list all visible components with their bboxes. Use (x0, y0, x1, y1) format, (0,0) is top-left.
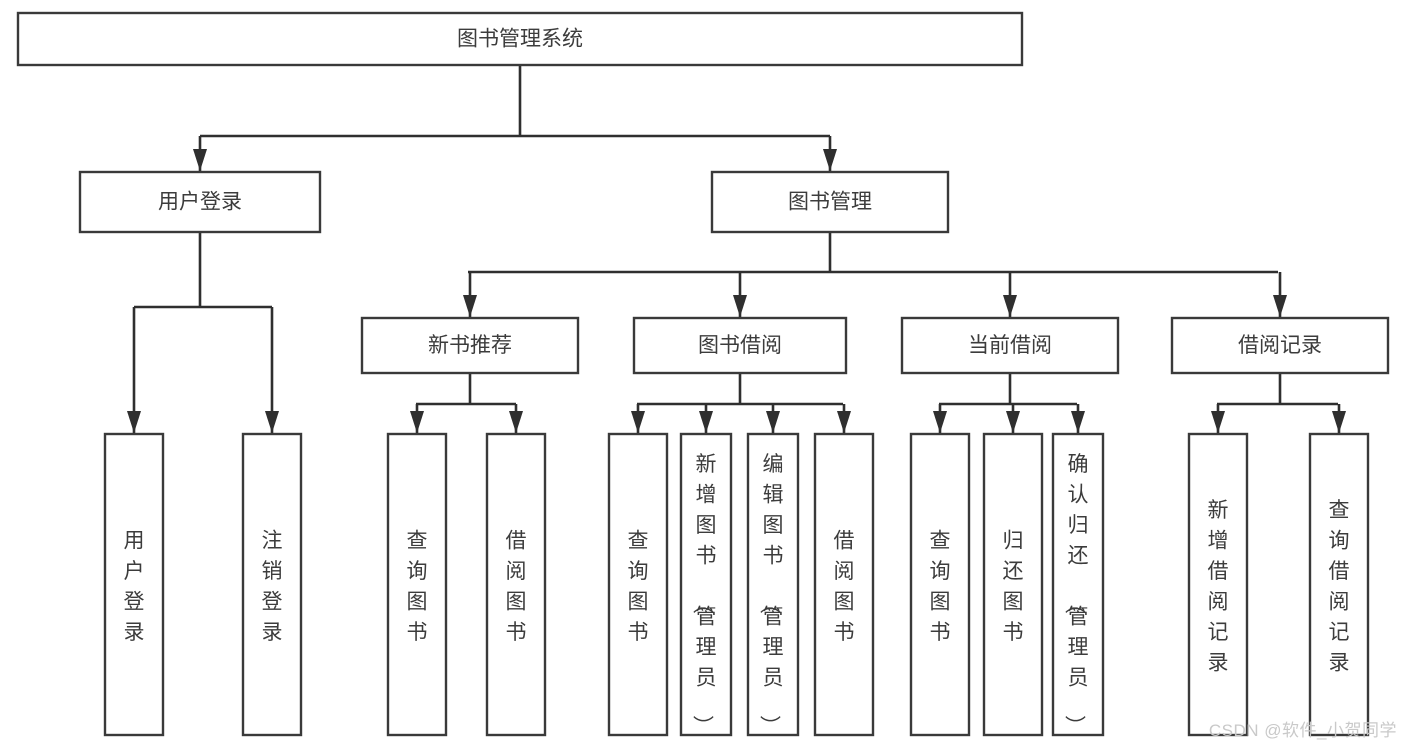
leaf-node-leaf-user-login[interactable]: 用户登录 (103, 432, 165, 737)
leaf-node-leaf-confirm-return[interactable]: 确认归还（管理员） (1051, 432, 1105, 737)
leaf-node-leaf-edit-book-admin[interactable]: 编辑图书（管理员） (746, 432, 800, 737)
level3-node-book-borrow[interactable]: 图书借阅 (632, 316, 848, 375)
node-label: 新书推荐 (428, 334, 512, 357)
node-label: 当前借阅 (968, 334, 1052, 357)
leaf-node-leaf-query-book-1[interactable]: 查询图书 (386, 432, 448, 737)
arrow-head-icon (463, 295, 477, 317)
arrow-head-icon (823, 149, 837, 171)
leaf-node-leaf-add-book-admin[interactable]: 新增图书（管理员） (679, 432, 733, 737)
node-label: 用户登录 (124, 529, 145, 644)
leaf-node-leaf-query-borrow-record[interactable]: 查询借阅记录 (1308, 432, 1370, 737)
node-box (679, 432, 733, 737)
node-label: 图书管理 (788, 191, 872, 214)
node-box (78, 170, 322, 234)
node-label: 注销登录 (262, 529, 283, 644)
arrow-head-icon (193, 149, 207, 171)
node-box (241, 432, 303, 737)
node-box (900, 316, 1120, 375)
leaf-node-leaf-add-borrow-record[interactable]: 新增借阅记录 (1187, 432, 1249, 737)
arrow-head-icon (837, 411, 851, 433)
node-box (632, 316, 848, 375)
level3-node-current-borrow[interactable]: 当前借阅 (900, 316, 1120, 375)
arrow-head-icon (766, 411, 780, 433)
leaf-node-leaf-query-book-3[interactable]: 查询图书 (909, 432, 971, 737)
node-box (1187, 432, 1249, 737)
arrow-head-icon (1211, 411, 1225, 433)
level2-node-book-manage[interactable]: 图书管理 (710, 170, 950, 234)
arrow-head-icon (410, 411, 424, 433)
node-box (103, 432, 165, 737)
arrow-head-icon (1273, 295, 1287, 317)
level3-node-borrow-record[interactable]: 借阅记录 (1170, 316, 1390, 375)
leaf-node-leaf-logout-login[interactable]: 注销登录 (241, 432, 303, 737)
node-label: 归还图书 (1003, 529, 1024, 644)
nodes-layer: 图书管理系统用户登录图书管理新书推荐图书借阅当前借阅借阅记录用户登录注销登录查询… (16, 11, 1390, 737)
node-label: 查询借阅记录 (1329, 499, 1350, 675)
level2-node-user-login[interactable]: 用户登录 (78, 170, 322, 234)
arrow-head-icon (1071, 411, 1085, 433)
node-box (710, 170, 950, 234)
arrow-head-icon (1003, 295, 1017, 317)
node-box (746, 432, 800, 737)
node-box (1170, 316, 1390, 375)
connectors-layer (127, 65, 1346, 433)
node-box (813, 432, 875, 737)
arrow-head-icon (265, 411, 279, 433)
node-label: 图书借阅 (698, 334, 782, 357)
node-label: 借阅记录 (1238, 334, 1322, 357)
node-label: 新增借阅记录 (1208, 499, 1229, 675)
arrow-head-icon (631, 411, 645, 433)
arrow-head-icon (1332, 411, 1346, 433)
node-label: 借阅图书 (834, 529, 855, 644)
arrow-head-icon (699, 411, 713, 433)
node-box (1308, 432, 1370, 737)
node-box (386, 432, 448, 737)
node-box (607, 432, 669, 737)
leaf-node-leaf-borrow-book-2[interactable]: 借阅图书 (813, 432, 875, 737)
node-box (360, 316, 580, 375)
arrow-head-icon (127, 411, 141, 433)
node-label: 查询图书 (930, 529, 951, 644)
arrow-head-icon (1006, 411, 1020, 433)
node-label: 借阅图书 (506, 529, 527, 644)
node-label: 查询图书 (628, 529, 649, 644)
arrow-head-icon (733, 295, 747, 317)
node-label: 编辑图书（管理员） (758, 453, 784, 736)
node-box (16, 11, 1024, 67)
node-label: 查询图书 (407, 529, 428, 644)
node-box (1051, 432, 1105, 737)
node-box (982, 432, 1044, 737)
node-label: 图书管理系统 (457, 28, 583, 51)
node-label: 确认归还（管理员） (1063, 453, 1089, 736)
root-node-book-management-system[interactable]: 图书管理系统 (16, 11, 1024, 67)
level3-node-new-book-recommend[interactable]: 新书推荐 (360, 316, 580, 375)
leaf-node-leaf-borrow-book-1[interactable]: 借阅图书 (485, 432, 547, 737)
node-label: 用户登录 (158, 191, 242, 214)
leaf-node-leaf-query-book-2[interactable]: 查询图书 (607, 432, 669, 737)
arrow-head-icon (933, 411, 947, 433)
arrow-head-icon (509, 411, 523, 433)
node-box (909, 432, 971, 737)
node-box (485, 432, 547, 737)
node-label: 新增图书（管理员） (691, 453, 717, 736)
leaf-node-leaf-return-book[interactable]: 归还图书 (982, 432, 1044, 737)
